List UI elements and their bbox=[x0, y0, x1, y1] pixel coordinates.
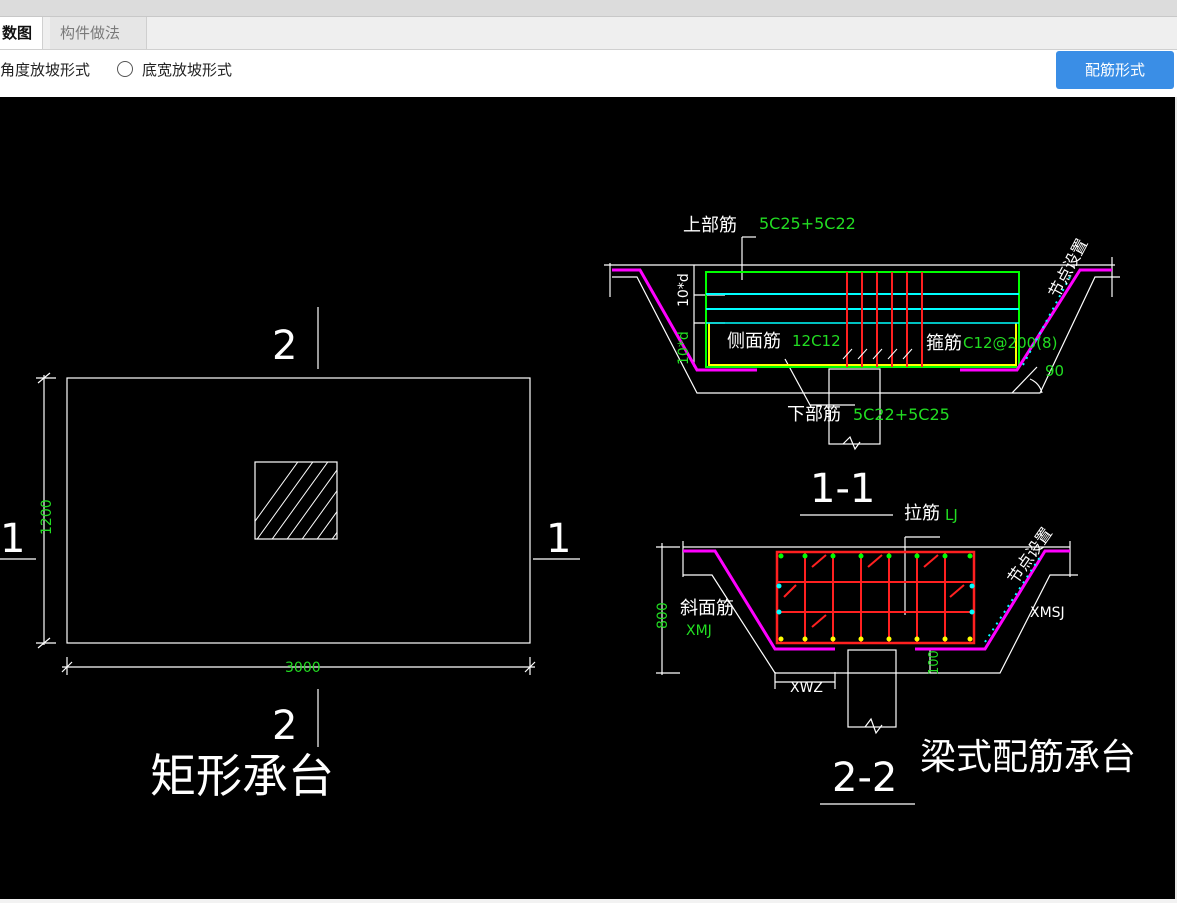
tab-parameter-drawing[interactable]: 数图 bbox=[0, 17, 43, 49]
rect-cap-title: 矩形承台 bbox=[150, 749, 334, 803]
stirrup-label: 箍筋 bbox=[926, 333, 962, 354]
section-mark-1-left: 1 bbox=[0, 516, 25, 562]
tie-value: LJ bbox=[945, 506, 958, 524]
canvas-right-edge bbox=[1175, 97, 1177, 899]
section-mark-1-right: 1 bbox=[546, 516, 571, 562]
rebar-dots-yellow bbox=[778, 636, 973, 642]
stirrup-grid-2 bbox=[777, 552, 974, 643]
slope-rebar-label: 斜面筋 bbox=[680, 598, 734, 619]
tab-bar: 数图 构件做法 bbox=[0, 17, 1177, 50]
pile-2-2 bbox=[847, 649, 897, 728]
window-top-strip bbox=[0, 0, 1177, 17]
dim-800-text: 800 bbox=[655, 602, 671, 629]
xmsj-label: XMSJ bbox=[1030, 605, 1065, 621]
column-hatched bbox=[254, 461, 338, 540]
xwz-label: XWZ bbox=[790, 680, 823, 696]
cad-drawing: 2 2 1 1 1200 3000 矩形承台 bbox=[0, 214, 1136, 805]
width-slope-option-label[interactable]: 底宽放坡形式 bbox=[142, 61, 233, 79]
angle-value: 90 bbox=[1045, 362, 1064, 380]
rebar-form-button[interactable]: 配筋形式 bbox=[1056, 51, 1174, 89]
rebar-dots-cyan bbox=[776, 583, 975, 615]
dim-10d-lower: 10*d bbox=[676, 331, 692, 365]
options-bar: 角度放坡形式 底宽放坡形式 配筋形式 bbox=[0, 50, 1177, 97]
dim-height-text: 1200 bbox=[39, 499, 55, 535]
rect-cap-plan bbox=[0, 307, 580, 747]
bottom-rebar-label: 下部筋 bbox=[787, 404, 841, 425]
top-rebar-label: 上部筋 bbox=[683, 215, 737, 236]
section-mark-2-top: 2 bbox=[272, 323, 297, 369]
drawing-canvas: 2 2 1 1 1200 3000 矩形承台 bbox=[0, 97, 1175, 899]
section-mark-2-bottom: 2 bbox=[272, 703, 297, 749]
cap-outline bbox=[66, 377, 531, 644]
dim-100-text: 100 bbox=[927, 650, 942, 675]
slope-rebar-2 bbox=[683, 549, 1070, 651]
section-name-2-2: 2-2 bbox=[832, 755, 897, 801]
side-rebar-value: 12C12 bbox=[792, 332, 841, 350]
section-name-1-1: 1-1 bbox=[810, 466, 875, 512]
tie-label: 拉筋 bbox=[904, 503, 940, 524]
section-2-2 bbox=[656, 536, 1078, 805]
section-1-1 bbox=[604, 236, 1120, 516]
width-slope-radio[interactable] bbox=[117, 61, 133, 77]
bottom-rebar-value: 5C22+5C25 bbox=[853, 405, 950, 424]
column-hatch bbox=[255, 462, 337, 539]
top-rebar-value: 5C25+5C22 bbox=[759, 214, 856, 233]
stirrup-value: C12@200(8) bbox=[963, 334, 1057, 352]
stirrup-outer-2 bbox=[775, 550, 976, 645]
angle-slope-option-label[interactable]: 角度放坡形式 bbox=[0, 61, 91, 79]
stirrup-lines-1 bbox=[846, 272, 923, 367]
beam-cap-title: 梁式配筋承台 bbox=[920, 737, 1136, 778]
pile-1-1 bbox=[828, 368, 881, 445]
slope-rebar-1 bbox=[612, 268, 1112, 372]
side-rebar-label: 侧面筋 bbox=[727, 331, 781, 352]
dim-width-text: 3000 bbox=[285, 660, 321, 676]
tab-component-method[interactable]: 构件做法 bbox=[50, 17, 147, 49]
rebar-dots-green bbox=[778, 553, 973, 559]
dim-10d-upper: 10*d bbox=[676, 273, 692, 307]
slope-rebar-value: XMJ bbox=[686, 623, 712, 639]
